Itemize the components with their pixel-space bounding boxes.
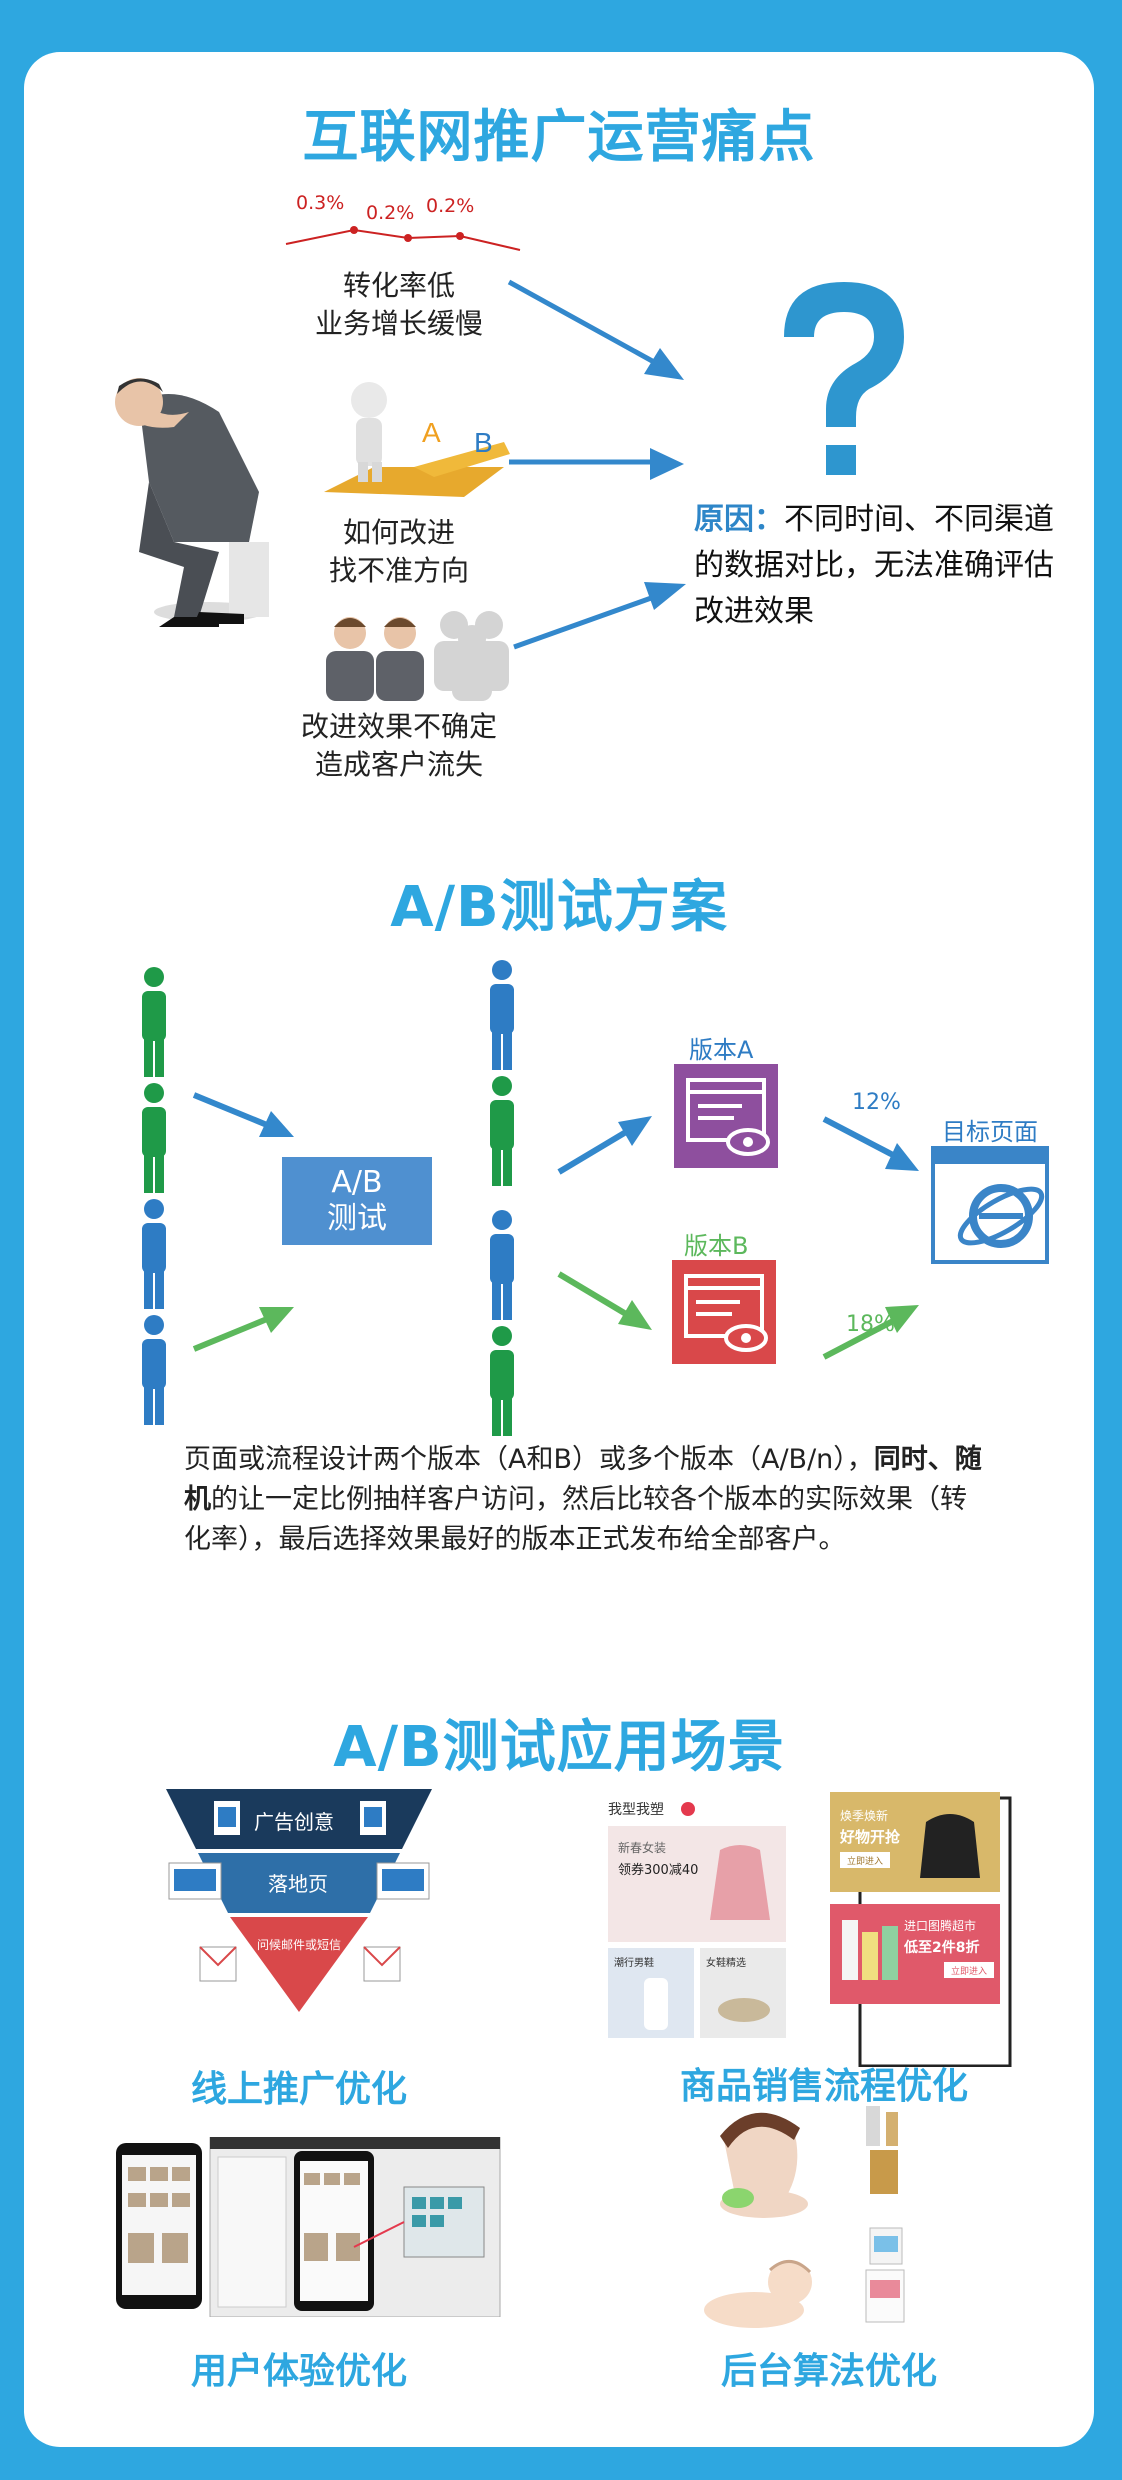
- split-arrows-icon: [557, 1116, 652, 1330]
- question-mark-icon: [784, 282, 904, 475]
- shop-promo2-btn: 立即进入: [951, 1965, 987, 1977]
- reason-body: 不同时间、不同渠道的数据对比，无法准确评估改进效果: [694, 502, 1054, 629]
- rate-a: 12%: [852, 1090, 901, 1115]
- reason-text: 原因：不同时间、不同渠道的数据对比，无法准确评估改进效果: [694, 497, 1054, 635]
- scene-user-experience: 用户体验优化: [190, 2351, 407, 2392]
- customers-leaving-icon: [326, 611, 509, 701]
- pain1-line1: 转化率低: [342, 269, 455, 302]
- target-page-label: 目标页面: [942, 1118, 1038, 1146]
- percent-2: 0.2%: [366, 202, 415, 224]
- scene-sales-flow: 商品销售流程优化: [679, 2066, 968, 2107]
- section3-title: A/B测试应用场景: [333, 1715, 785, 1780]
- letter-a: A: [422, 417, 441, 448]
- desc-bold: 同时、随机: [184, 1444, 982, 1515]
- shop-promo1: 好物开抢: [839, 1828, 901, 1846]
- version-a-page-icon: [674, 1064, 778, 1168]
- shop-header: 我型我塑: [608, 1802, 664, 1818]
- ab-test-box: A/B 测试: [282, 1157, 432, 1245]
- funnel-message: 问候邮件或短信: [257, 1938, 341, 1952]
- scene-online-promo: 线上推广优化: [190, 2069, 407, 2110]
- percent-3: 0.2%: [426, 195, 475, 217]
- funnel-landing: 落地页: [268, 1872, 328, 1896]
- ab-description: 页面或流程设计两个版本（A和B）或多个版本（A/B/n），同时、随机的让一定比例…: [184, 1440, 984, 1560]
- shop-promo2-title: 进口图腾超市: [904, 1918, 976, 1933]
- input-arrows-icon: [192, 1092, 294, 1352]
- ab-direction-icon: A B: [324, 382, 510, 497]
- pain-arrows-icon: [507, 279, 686, 650]
- shop-promo2: 低至2件8折: [903, 1939, 979, 1956]
- shop-coupon-title: 新春女装: [618, 1840, 666, 1855]
- stressed-man-icon: [115, 378, 269, 627]
- people-column-left-icon: [142, 967, 166, 1425]
- percent-1: 0.3%: [296, 192, 345, 214]
- shop-coupon: 领券300减40: [618, 1862, 698, 1878]
- shop-promo1-title: 焕季焕新: [840, 1808, 888, 1823]
- pain2-line2: 找不准方向: [328, 554, 469, 587]
- desc-part1: 页面或流程设计两个版本（A和B）或多个版本（A/B/n），: [184, 1444, 874, 1475]
- pain3-line2: 造成客户流失: [314, 748, 483, 781]
- ab-box-line1: A/B: [331, 1165, 383, 1200]
- ux-mockup-icon: [116, 2137, 501, 2317]
- version-b-page-icon: [672, 1260, 776, 1364]
- trend-line-icon: [285, 226, 521, 251]
- shop-tile3: 潮行男鞋: [614, 1956, 654, 1969]
- reason-label: 原因：: [694, 502, 784, 537]
- shop-tile4: 女鞋精选: [706, 1956, 746, 1969]
- scene-backend-algorithm: 后台算法优化: [720, 2351, 937, 2392]
- desc-part2: 的让一定比例抽样客户访问，然后比较各个版本的实际效果（转化率），最后选择效果最好…: [184, 1484, 967, 1555]
- shop-promo1-btn: 立即进入: [847, 1855, 883, 1867]
- section2-title: A/B测试方案: [390, 875, 728, 940]
- target-browser-icon: [931, 1146, 1049, 1264]
- version-b-label: 版本B: [684, 1232, 749, 1260]
- product-recommend-icon: [704, 2106, 905, 2328]
- shop-flow-mockup-icon: 我型我塑 新春女装 领券300减40 潮行男鞋 女鞋精选 焕季焕新 好物开抢 立…: [608, 1792, 1012, 2067]
- letter-b: B: [474, 427, 493, 458]
- pain1-line2: 业务增长缓慢: [314, 307, 483, 340]
- main-card: 互联网推广运营痛点 0.3% 0.2% 0.2% 转化率低 业务增长缓慢 A B…: [24, 52, 1094, 2447]
- version-a-label: 版本A: [689, 1036, 754, 1064]
- ab-box-line2: 测试: [327, 1201, 387, 1236]
- funnel-ad: 广告创意: [254, 1810, 334, 1834]
- people-column-mid-icon: [490, 960, 514, 1436]
- pain3-line1: 改进效果不确定: [300, 710, 497, 743]
- marketing-funnel-icon: 广告创意 落地页 问候邮件或短信: [166, 1789, 432, 2012]
- section1-title: 互联网推广运营痛点: [302, 105, 816, 170]
- result-arrows-icon: [822, 1116, 919, 1360]
- pain2-line1: 如何改进: [342, 516, 455, 549]
